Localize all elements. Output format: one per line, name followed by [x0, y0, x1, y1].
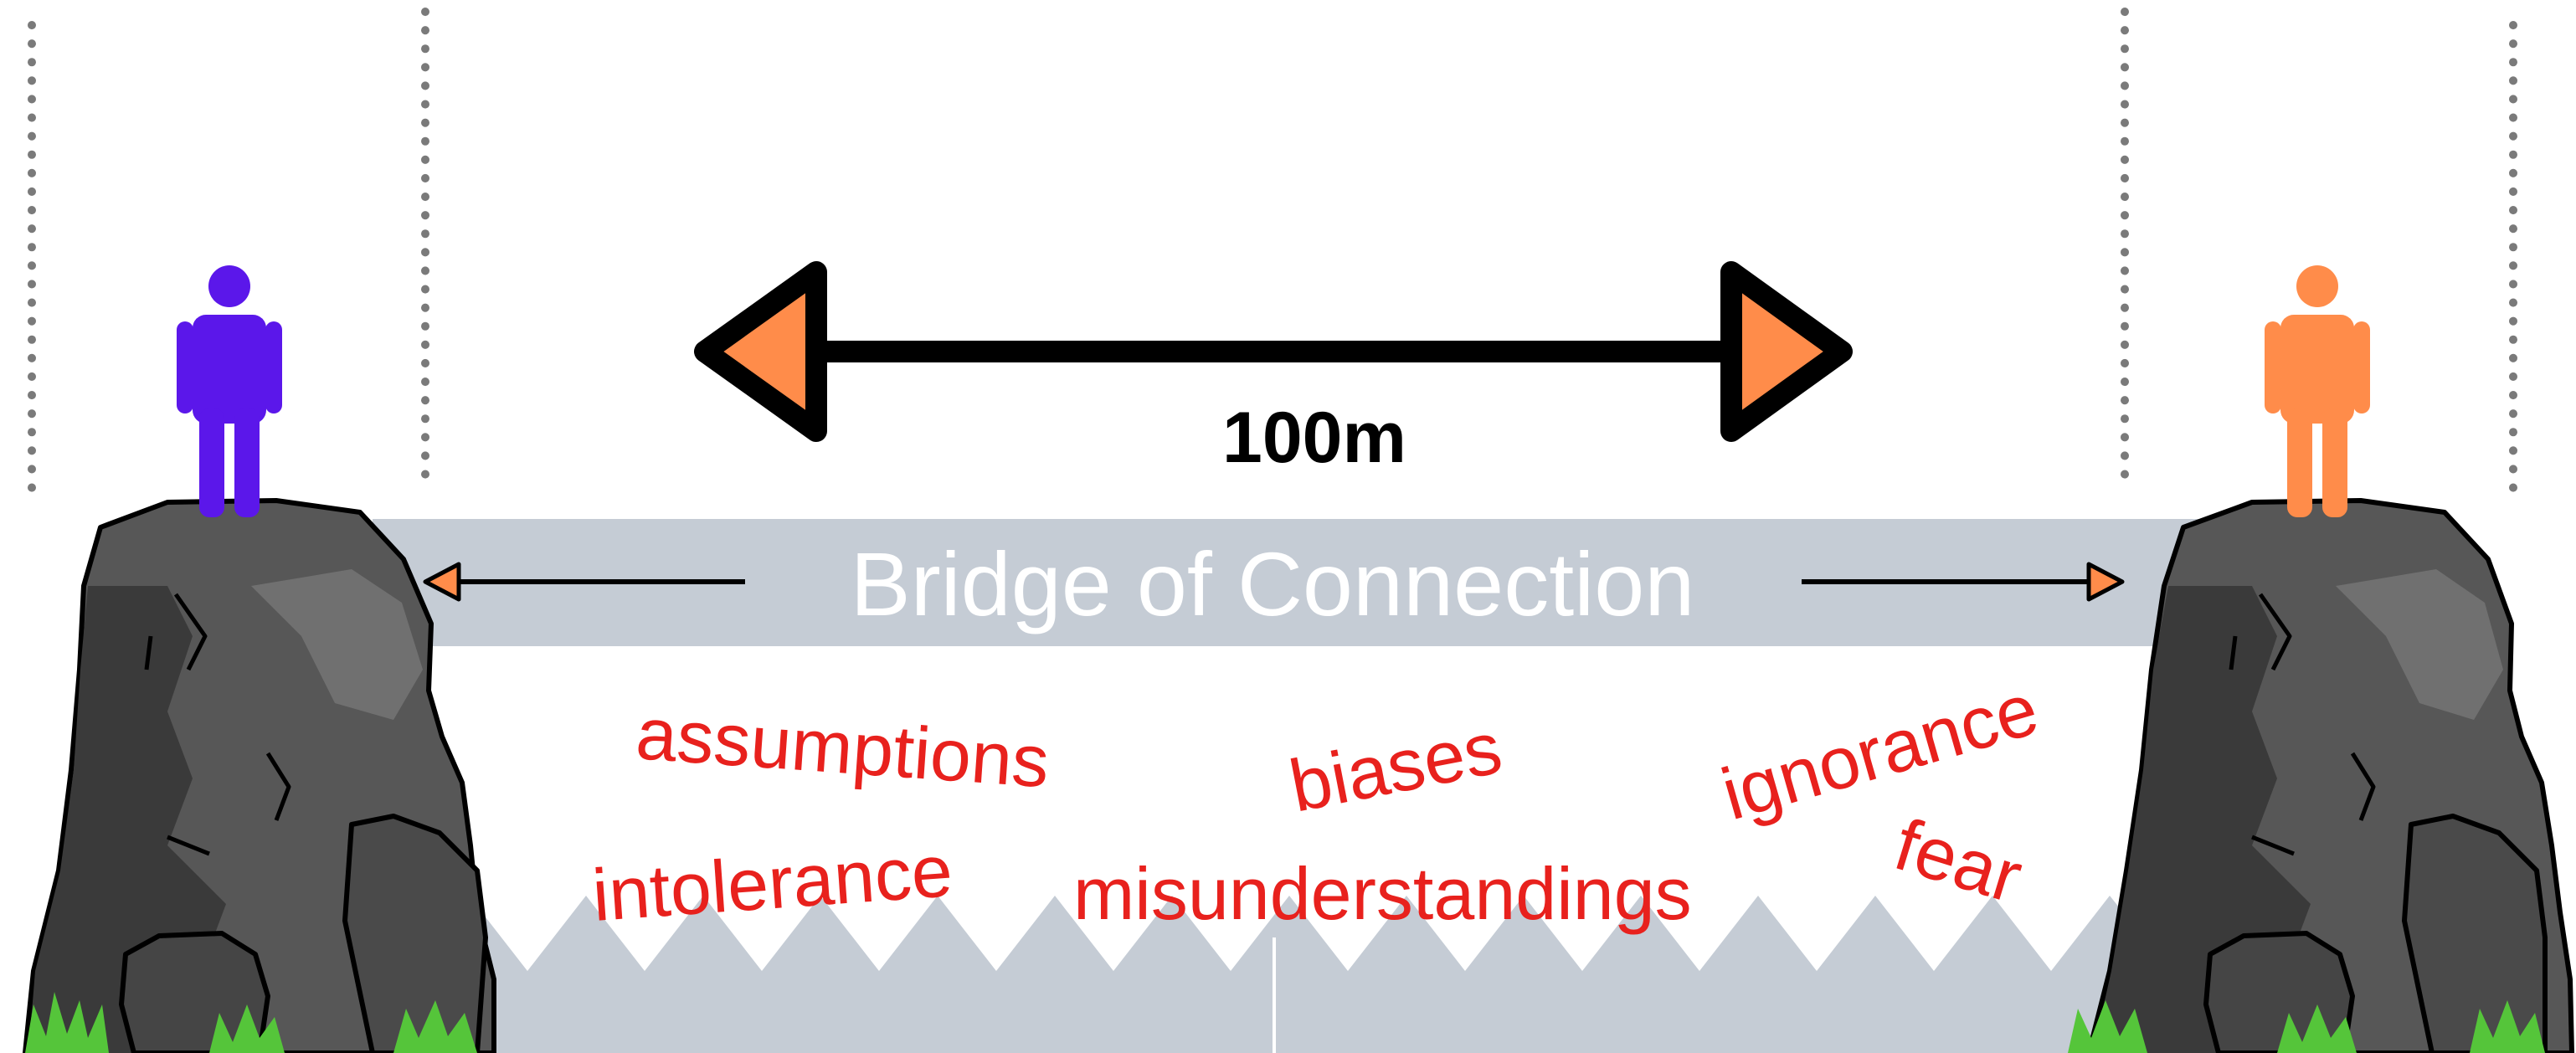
bridge-arrow-right: [1802, 562, 2125, 602]
person-left-leg-left: [199, 408, 224, 517]
person-left-leg-right: [234, 408, 260, 517]
chasm-spikes: [469, 896, 2126, 1053]
left-cliff-crack: [144, 593, 291, 856]
right-grass-tuft-1: [2068, 1000, 2147, 1053]
bridge-arrowhead-left: [423, 562, 461, 602]
person-left-arm-right: [265, 321, 282, 413]
barrier-word-intolerance: intolerance: [589, 829, 954, 937]
person-right-arm-right: [2353, 321, 2370, 413]
bridge-arrowhead-right: [2086, 562, 2125, 602]
spike-row: [469, 896, 2126, 1053]
barrier-word-assumptions: assumptions: [634, 691, 1052, 803]
person-left-arm-left: [177, 321, 193, 413]
person-right-head: [2296, 265, 2338, 307]
person-left: [177, 265, 282, 517]
right-grass-tuft-3: [2470, 1000, 2545, 1053]
person-right: [2265, 265, 2370, 517]
left-grass-tuft-2: [209, 1004, 285, 1053]
left-grass: [25, 992, 477, 1053]
left-grass-tuft-1: [25, 992, 109, 1053]
right-grass: [2068, 1000, 2545, 1053]
person-left-head: [208, 265, 250, 307]
barrier-word-ignorance: ignorance: [1713, 667, 2047, 836]
left-grass-tuft-3: [393, 1000, 477, 1053]
right-cliff-small-rock: [2203, 931, 2355, 1053]
bridge-label: Bridge of Connection: [851, 533, 1695, 634]
distance-arrowhead-left: [694, 261, 827, 442]
barrier-word-misunderstandings: misunderstandings: [1073, 852, 1692, 935]
right-cliff-crack: [2229, 593, 2376, 856]
bridge-arrow-left: [423, 562, 745, 602]
left-cliff-small-rock: [119, 931, 270, 1053]
distance-arrow: [694, 261, 1853, 442]
bridge: Bridge of Connection: [373, 519, 2202, 646]
distance-arrowhead-right: [1720, 261, 1853, 442]
barrier-word-fear: fear: [1885, 802, 2031, 918]
right-grass-tuft-2: [2277, 1004, 2357, 1053]
left-cliff: [23, 498, 496, 1053]
left-cliff-highlight: [251, 569, 423, 720]
right-cliff: [2086, 498, 2574, 1053]
person-right-torso: [2280, 315, 2354, 424]
person-right-leg-right: [2322, 408, 2347, 517]
barrier-word-biases: biases: [1283, 706, 1509, 828]
person-left-torso: [193, 315, 266, 424]
distance-label: 100m: [1222, 398, 1406, 478]
person-right-leg-left: [2287, 408, 2312, 517]
right-cliff-boulder: [2402, 814, 2548, 1053]
person-right-arm-left: [2265, 321, 2281, 413]
right-cliff-highlight: [2336, 569, 2503, 720]
barrier-words: assumptions biases ignorance intolerance…: [589, 667, 2046, 937]
guide-lines: [28, 8, 2517, 505]
left-cliff-boulder: [342, 814, 488, 1053]
